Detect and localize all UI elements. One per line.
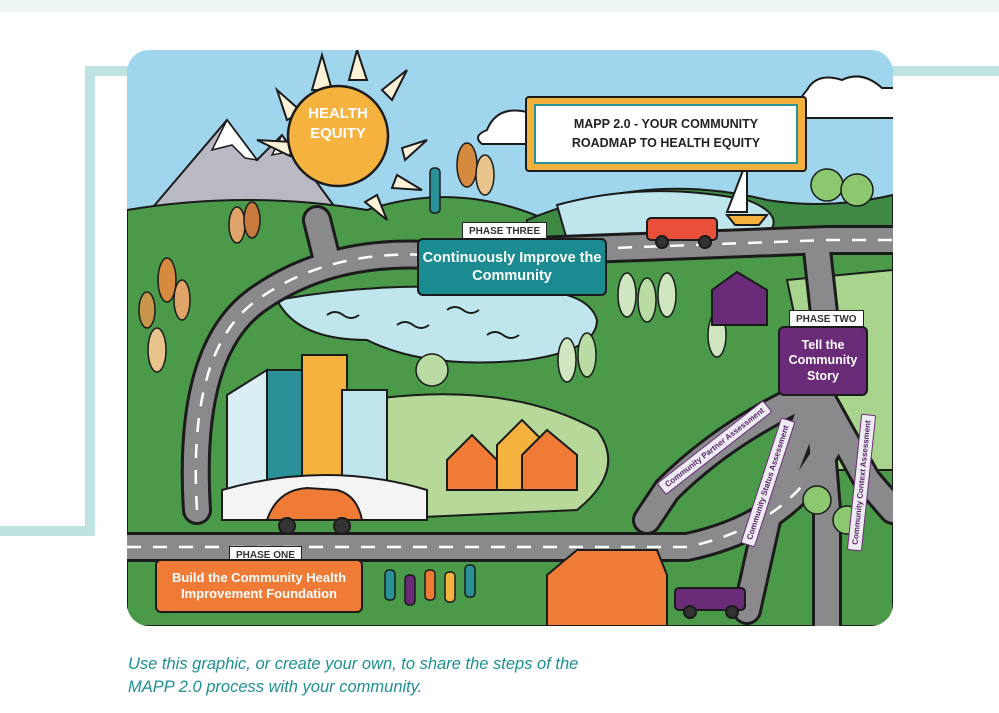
caption: Use this graphic, or create your own, to… bbox=[128, 655, 579, 696]
people bbox=[384, 167, 476, 606]
phase-three-box: Continuously Improve the Community bbox=[417, 238, 607, 296]
page-title: MAPP 2.0 - YOUR COMMUNITY ROADMAP TO HEA… bbox=[534, 104, 798, 164]
orange-car bbox=[265, 486, 364, 535]
frame-line bbox=[85, 66, 95, 536]
water-waves bbox=[326, 306, 520, 339]
sun-label: HEALTH EQUITY bbox=[308, 105, 368, 143]
top-band bbox=[0, 0, 999, 12]
house bbox=[521, 428, 578, 491]
frame-line bbox=[85, 66, 145, 76]
title-box: MAPP 2.0 - YOUR COMMUNITY ROADMAP TO HEA… bbox=[525, 96, 807, 172]
barn bbox=[711, 270, 768, 326]
sun-rays bbox=[256, 50, 428, 221]
roadmap-artwork bbox=[127, 50, 893, 626]
red-truck bbox=[646, 217, 718, 249]
building bbox=[301, 354, 348, 496]
phase-one-box: Build the Community Health Improvement F… bbox=[155, 559, 363, 613]
roadmap-illustration: HEALTH EQUITY MAPP 2.0 - YOUR COMMUNITY … bbox=[127, 50, 893, 626]
mountain-snow bbox=[210, 118, 259, 162]
house bbox=[546, 549, 668, 626]
frame-line bbox=[880, 66, 999, 76]
purple-truck bbox=[674, 587, 746, 619]
sailboat bbox=[724, 159, 770, 226]
frame-line bbox=[0, 526, 95, 536]
phase-two-box: Tell the Community Story bbox=[778, 326, 868, 396]
sun bbox=[286, 84, 390, 188]
